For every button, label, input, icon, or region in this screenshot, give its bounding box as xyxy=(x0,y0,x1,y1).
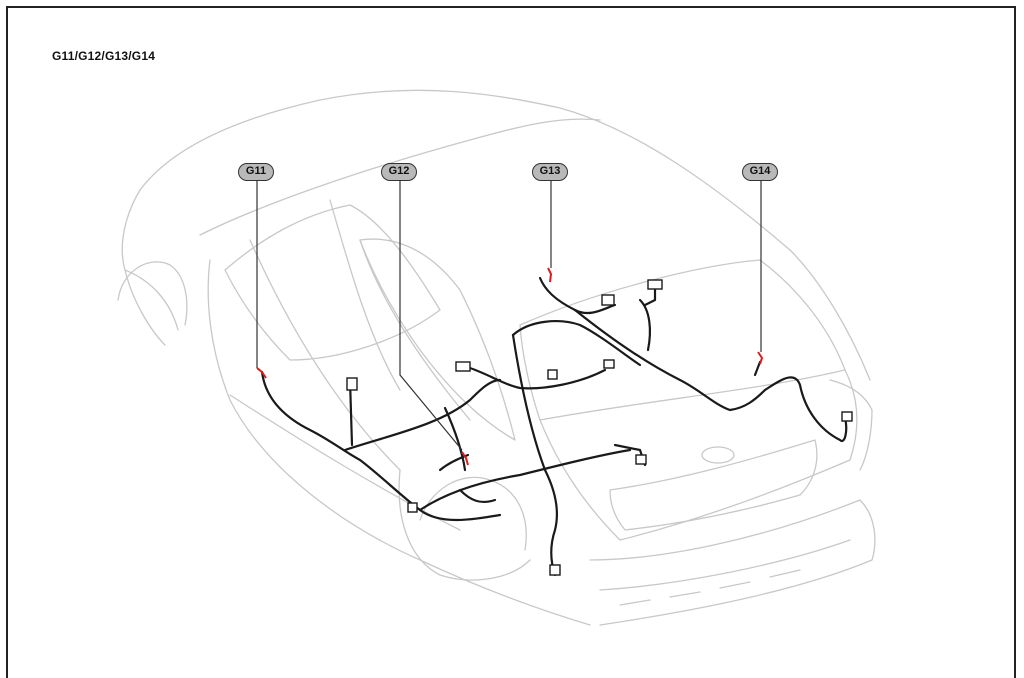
callout-leader-lines xyxy=(256,181,762,451)
ground-point-g14 xyxy=(757,351,764,365)
diagram-title: G11/G12/G13/G14 xyxy=(52,49,156,63)
car-body-outline xyxy=(117,89,876,626)
callout-g11: G11 xyxy=(238,163,274,181)
wiring-harness xyxy=(260,276,848,577)
ground-points xyxy=(256,267,764,466)
ground-point-g12 xyxy=(461,451,469,466)
diagram-frame xyxy=(6,6,1016,678)
callout-g13: G13 xyxy=(532,163,568,181)
harness-connectors xyxy=(346,279,853,576)
callout-g14: G14 xyxy=(742,163,778,181)
callout-g12: G12 xyxy=(381,163,417,181)
leader-line-g12 xyxy=(399,181,463,451)
ground-point-g11 xyxy=(256,367,267,379)
ground-point-g13 xyxy=(547,267,553,283)
